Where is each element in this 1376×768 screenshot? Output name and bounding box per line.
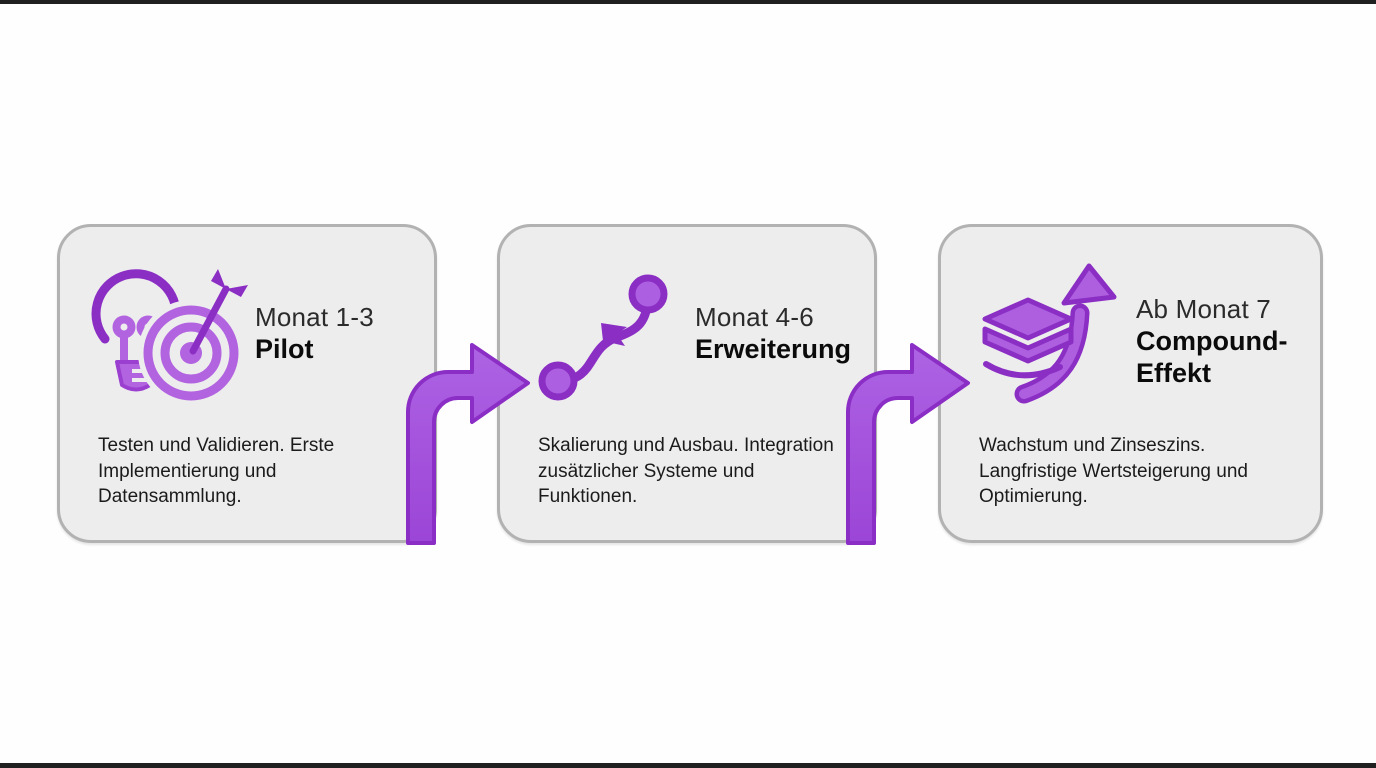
card-compound-effekt: Ab Monat 7 Compound-Effekt Wachstum und … — [938, 224, 1323, 543]
route-icon — [535, 267, 685, 407]
card-description: Wachstum und Zinseszins. Langfristige We… — [979, 435, 1248, 507]
card-title: Pilot — [255, 334, 314, 364]
card-erweiterung: Monat 4-6 Erweiterung Skalierung und Aus… — [497, 224, 877, 543]
card-title-block: Monat 4-6 Erweiterung — [695, 301, 877, 365]
card-pilot: Monat 1-3 Pilot Testen und Validieren. E… — [57, 224, 437, 543]
card-title-block: Monat 1-3 Pilot — [255, 301, 437, 365]
layers-growth-icon — [976, 261, 1136, 411]
bottom-edge-bar — [0, 763, 1376, 768]
elbow-arrow-icon — [846, 343, 970, 545]
card-description: Testen und Validieren. Erste Implementie… — [98, 435, 335, 507]
arrow-card2-to-card3 — [842, 343, 974, 545]
lightbulb-target-icon — [86, 267, 251, 407]
card-period: Monat 4-6 — [695, 302, 814, 332]
card-description: Skalierung und Ausbau. Integration zusät… — [538, 435, 834, 507]
layers-growth-icon-svg — [982, 263, 1117, 404]
card-period: Monat 1-3 — [255, 302, 374, 332]
card-title: Erweiterung — [695, 334, 852, 364]
card-title: Compound-Effekt — [1136, 326, 1288, 388]
top-edge-bar — [0, 0, 1376, 4]
route-icon-svg — [538, 274, 668, 401]
elbow-arrow-icon — [406, 343, 530, 545]
card-period: Ab Monat 7 — [1136, 294, 1271, 324]
card-title-block: Ab Monat 7 Compound-Effekt — [1136, 293, 1318, 389]
lightbulb-target-icon-svg — [91, 269, 248, 406]
arrow-card1-to-card2 — [402, 343, 534, 545]
